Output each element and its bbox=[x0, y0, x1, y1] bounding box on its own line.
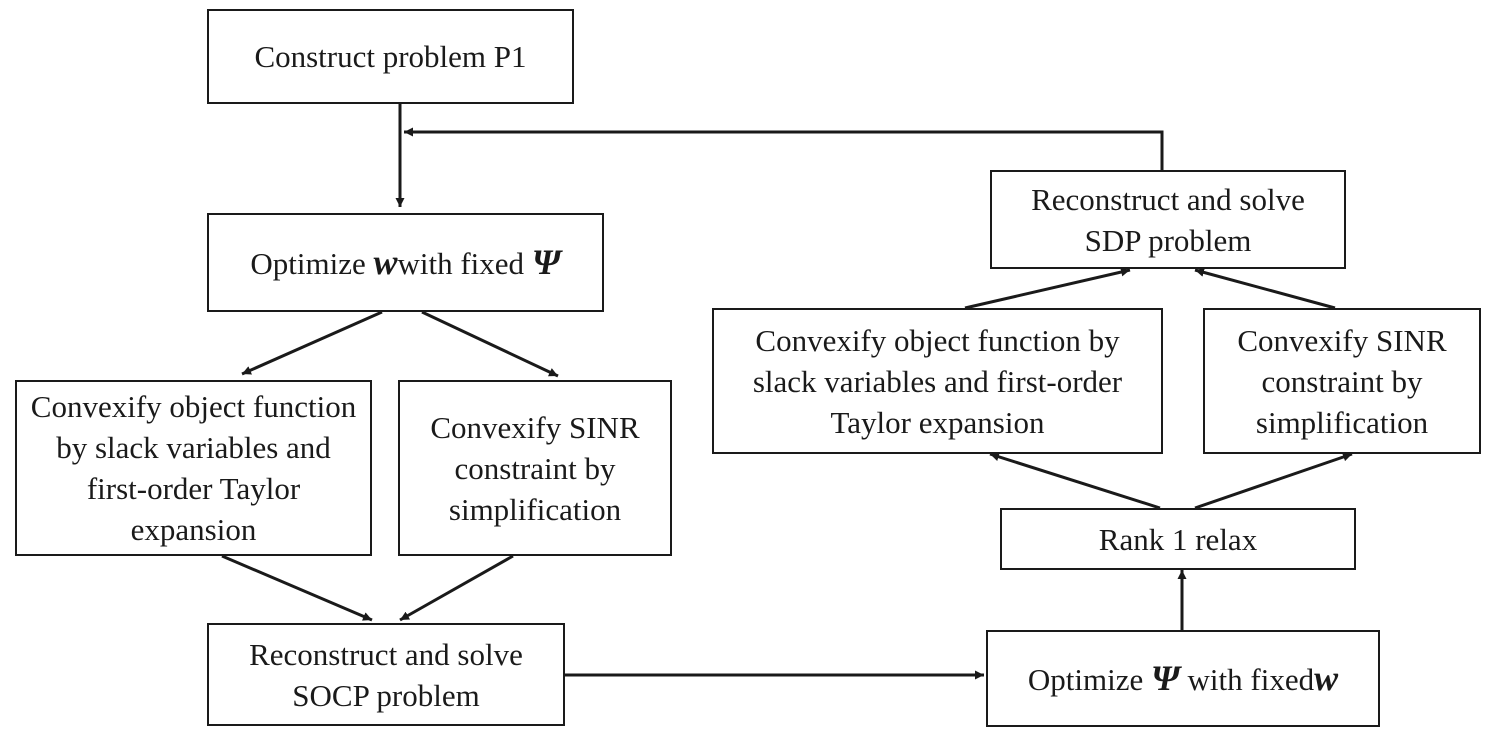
convexify-sinr-right-box: Convexify SINR constraint by simplificat… bbox=[1203, 308, 1481, 454]
w-symbol: w bbox=[373, 241, 398, 282]
arrow-convexify-obj-right-to-sdp bbox=[964, 267, 1131, 310]
optimize-w-label: Optimize wwith fixed Ψ bbox=[250, 242, 560, 284]
convexify-sinr-left-box: Convexify SINR constraint by simplificat… bbox=[398, 380, 672, 556]
optimize-psi-box: Optimize Ψ with fixedw bbox=[986, 630, 1380, 727]
arrow-optimize-w-to-convexify-obj-left bbox=[241, 310, 383, 376]
optimize-psi-prefix: Optimize bbox=[1027, 661, 1151, 697]
arrow-convexify-obj-left-to-socp bbox=[221, 554, 373, 622]
convexify-object-function-left-box: Convexify object function by slack varia… bbox=[15, 380, 372, 556]
rank-1-relax-box: Rank 1 relax bbox=[1000, 508, 1356, 570]
reconstruct-sdp-box: Reconstruct and solve SDP problem bbox=[990, 170, 1346, 269]
optimize-w-middle: with fixed bbox=[397, 245, 532, 281]
convexify-object-function-right-label: Convexify object function by slack varia… bbox=[752, 322, 1123, 440]
optimize-w-prefix: Optimize bbox=[250, 245, 374, 281]
construct-problem-p1-box: Construct problem P1 bbox=[207, 9, 574, 104]
psi-symbol: Ψ bbox=[1150, 657, 1180, 698]
optimize-psi-label: Optimize Ψ with fixedw bbox=[1028, 658, 1338, 700]
optimize-psi-middle: with fixed bbox=[1179, 661, 1315, 697]
convexify-object-function-right-box: Convexify object function by slack varia… bbox=[712, 308, 1163, 454]
arrow-rank1-to-convexify-obj-right bbox=[989, 452, 1161, 510]
psi-symbol: Ψ bbox=[531, 241, 561, 282]
convexify-sinr-right-label: Convexify SINR constraint by simplificat… bbox=[1237, 322, 1447, 440]
reconstruct-socp-label: Reconstruct and solve SOCP problem bbox=[249, 636, 523, 713]
convexify-sinr-left-label: Convexify SINR constraint by simplificat… bbox=[430, 409, 640, 527]
w-symbol: w bbox=[1314, 657, 1339, 698]
reconstruct-sdp-label: Reconstruct and solve SDP problem bbox=[1031, 181, 1305, 258]
arrow-optimize-w-to-convexify-sinr-left bbox=[421, 310, 559, 378]
arrow-convexify-sinr-right-to-sdp bbox=[1194, 268, 1336, 310]
arrow-rank1-to-convexify-sinr-right bbox=[1194, 452, 1353, 510]
reconstruct-socp-box: Reconstruct and solve SOCP problem bbox=[207, 623, 565, 726]
arrow-sdp-loop-back bbox=[404, 127, 1164, 170]
arrow-convexify-sinr-left-to-socp bbox=[399, 554, 514, 622]
construct-problem-p1-label: Construct problem P1 bbox=[254, 39, 527, 74]
rank-1-relax-label: Rank 1 relax bbox=[1098, 521, 1258, 557]
optimize-w-box: Optimize wwith fixed Ψ bbox=[207, 213, 604, 312]
convexify-object-function-left-label: Convexify object function by slack varia… bbox=[30, 389, 357, 547]
